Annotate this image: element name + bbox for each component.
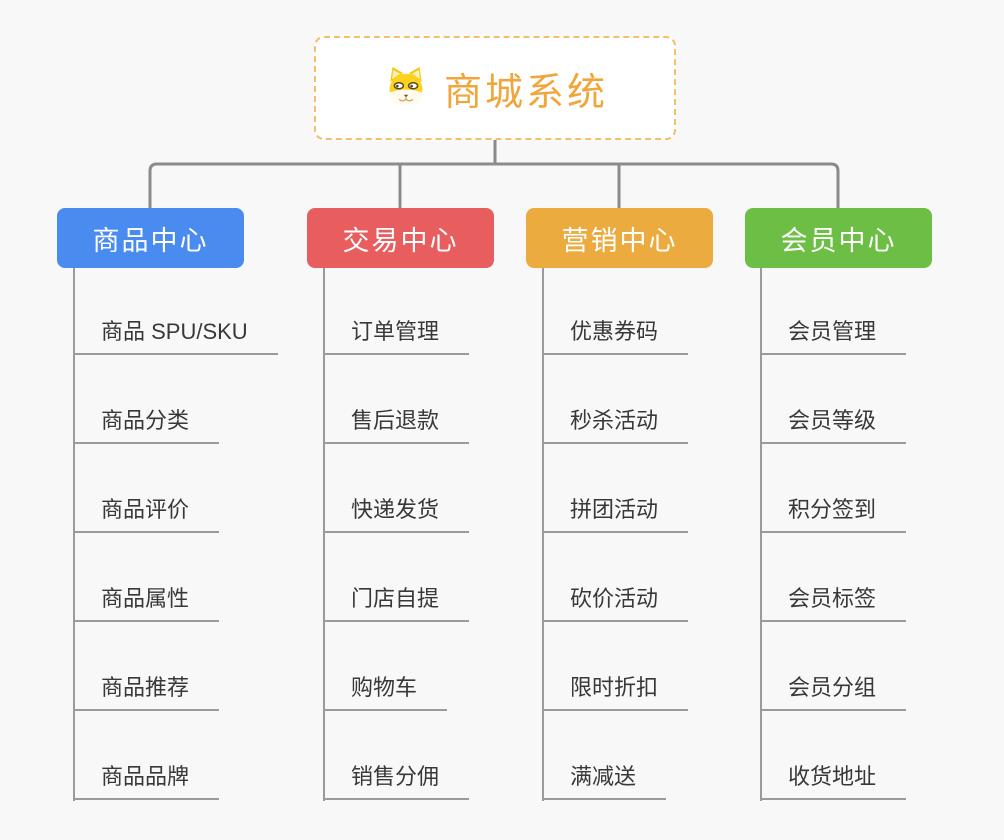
branch-product-center[interactable]: 商品中心 [57, 208, 244, 268]
leaf-flash-sale[interactable]: 秒杀活动 [542, 406, 689, 444]
leaf-bargain-activity[interactable]: 砍价活动 [542, 584, 689, 622]
dog-face-icon [389, 67, 423, 106]
leaf-member-level[interactable]: 会员等级 [760, 406, 907, 444]
branch-trade-center[interactable]: 交易中心 [307, 208, 494, 268]
branch-label: 交易中心 [342, 225, 459, 256]
leaf-group-buying[interactable]: 拼团活动 [542, 495, 689, 533]
root-title: 商城系统 [443, 71, 608, 114]
leaf-member-management[interactable]: 会员管理 [760, 317, 907, 355]
leaf-sales-commission[interactable]: 销售分佣 [323, 762, 470, 800]
leaf-product-spu-sku[interactable]: 商品 SPU/SKU [73, 317, 278, 355]
leaf-product-recommend[interactable]: 商品推荐 [73, 673, 220, 711]
leaf-product-attribute[interactable]: 商品属性 [73, 584, 220, 622]
leaf-shopping-cart[interactable]: 购物车 [323, 673, 448, 711]
leaf-product-category[interactable]: 商品分类 [73, 406, 220, 444]
branch-label: 营销中心 [561, 225, 678, 256]
leaf-store-pickup[interactable]: 门店自提 [323, 584, 470, 622]
leaf-shipping-address[interactable]: 收货地址 [760, 762, 907, 800]
branch-label: 商品中心 [92, 225, 209, 256]
branch-marketing-center[interactable]: 营销中心 [526, 208, 713, 268]
leaf-coupon-code[interactable]: 优惠券码 [542, 317, 689, 355]
branch-member-center[interactable]: 会员中心 [745, 208, 932, 268]
leaf-member-group[interactable]: 会员分组 [760, 673, 907, 711]
leaf-product-brand[interactable]: 商品品牌 [73, 762, 220, 800]
leaf-points-checkin[interactable]: 积分签到 [760, 495, 907, 533]
leaf-full-reduction[interactable]: 满减送 [542, 762, 667, 800]
leaf-limited-discount[interactable]: 限时折扣 [542, 673, 689, 711]
leaf-product-review[interactable]: 商品评价 [73, 495, 220, 533]
root-node-mall-system[interactable]: 商城系统 [314, 36, 676, 140]
leaf-order-management[interactable]: 订单管理 [323, 317, 470, 355]
leaf-aftersale-refund[interactable]: 售后退款 [323, 406, 470, 444]
leaf-member-tag[interactable]: 会员标签 [760, 584, 907, 622]
branch-label: 会员中心 [780, 225, 897, 256]
leaf-express-shipping[interactable]: 快递发货 [323, 495, 470, 533]
